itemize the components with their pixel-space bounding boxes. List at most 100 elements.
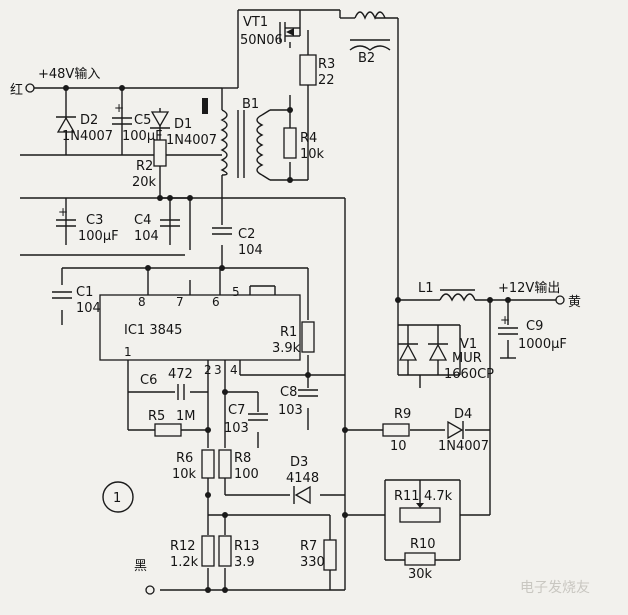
label-input-48v: +48V输入 [38, 66, 100, 82]
ic-3845-chip [99, 294, 301, 361]
svg-text:+: + [58, 205, 68, 219]
label-r12-val: 1.2k [170, 555, 199, 570]
resistor-r9 [382, 423, 410, 437]
label-r2: R2 [136, 159, 153, 174]
label-pin6: 6 [212, 295, 220, 309]
inductor-l1 [439, 289, 476, 302]
label-d4: D4 [454, 407, 472, 422]
mosfet-vt1 [279, 22, 301, 42]
label-vt1: VT1 [243, 15, 268, 30]
label-circle-number: 1 [113, 491, 121, 506]
potentiometer-r11 [399, 480, 441, 523]
label-r9-val: 10 [390, 439, 407, 454]
label-pin5: 5 [232, 285, 240, 299]
label-r3: R3 [318, 57, 335, 72]
label-r1: R1 [280, 325, 297, 340]
label-black: 黑 [134, 559, 147, 574]
label-d2-val: 1N4007 [62, 129, 113, 144]
label-c1: C1 [76, 285, 93, 300]
inductor-b2 [349, 11, 391, 51]
capacitor-c8 [298, 389, 318, 397]
label-v1-val2: 1660CP [444, 367, 494, 382]
label-c6: C6 [140, 373, 157, 388]
label-c2-val: 104 [238, 243, 263, 258]
label-c7: C7 [228, 403, 245, 418]
capacitor-c9: + [498, 313, 518, 335]
label-r5: R5 [148, 409, 165, 424]
label-r8-val: 100 [234, 467, 259, 482]
label-c5: C5 [134, 113, 151, 128]
transformer-b1 [202, 98, 271, 181]
resistor-r10 [404, 552, 436, 566]
label-b2: B2 [358, 51, 375, 66]
junctions [63, 85, 511, 593]
label-r11-val: 4.7k [424, 489, 453, 504]
resistor-r12 [201, 535, 215, 567]
input-terminal-positive [25, 83, 35, 93]
label-c4: C4 [134, 213, 151, 228]
capacitor-c3: + [56, 205, 76, 227]
label-r2-val: 20k [132, 175, 157, 190]
label-v1-val1: MUR [452, 351, 482, 366]
resistor-r13 [218, 535, 232, 567]
output-terminal [555, 295, 565, 305]
label-pin7: 7 [176, 295, 184, 309]
capacitor-c7 [248, 413, 268, 421]
diode-v1 [398, 325, 448, 375]
label-c8: C8 [280, 385, 297, 400]
label-r13: R13 [234, 539, 260, 554]
label-r4: R4 [300, 131, 317, 146]
input-terminal-negative [145, 585, 155, 595]
label-c7-val: 103 [224, 421, 249, 436]
capacitor-c1 [52, 291, 72, 299]
label-c2: C2 [238, 227, 255, 242]
label-output-12v: +12V输出 [498, 280, 560, 296]
label-d3-val: 4148 [286, 471, 319, 486]
label-r6-val: 10k [172, 467, 197, 482]
svg-text:+: + [500, 313, 510, 327]
resistor-r5 [154, 423, 182, 437]
label-c3: C3 [86, 213, 103, 228]
label-b1: B1 [242, 97, 259, 112]
label-r5-val: 1M [176, 409, 196, 424]
svg-text:+: + [114, 101, 124, 115]
label-c9-val: 1000μF [518, 337, 567, 352]
resistor-r6 [201, 449, 215, 479]
label-r10: R10 [410, 537, 436, 552]
resistor-r7 [323, 539, 337, 571]
label-c4-val: 104 [134, 229, 159, 244]
label-r9: R9 [394, 407, 411, 422]
label-d1: D1 [174, 117, 192, 132]
label-r7: R7 [300, 539, 317, 554]
diode-d1 [150, 111, 170, 129]
label-c5-val: 100μF [122, 129, 163, 144]
label-r8: R8 [234, 451, 251, 466]
capacitor-c5: + [112, 101, 132, 125]
capacitor-c2 [212, 227, 232, 235]
label-r6: R6 [176, 451, 193, 466]
label-r3-val: 22 [318, 73, 335, 88]
label-c1-val: 104 [76, 301, 101, 316]
label-ic1: IC1 3845 [124, 323, 182, 338]
label-d2: D2 [80, 113, 98, 128]
label-d4-val: 1N4007 [438, 439, 489, 454]
label-r12: R12 [170, 539, 196, 554]
label-pin4: 4 [230, 363, 238, 377]
diode-d2 [56, 116, 76, 133]
label-pin1: 1 [124, 345, 132, 359]
label-c6-val: 472 [168, 367, 193, 382]
diode-d4 [447, 420, 464, 440]
label-c9: C9 [526, 319, 543, 334]
label-d3: D3 [290, 455, 308, 470]
capacitor-c4 [160, 219, 180, 227]
labels: +48V输入 红 黑 +12V输出 黄 VT1 50N06 B1 B2 R3 2… [10, 15, 581, 582]
label-pin2: 2 [204, 363, 212, 377]
label-l1: L1 [418, 281, 434, 296]
resistor-r2 [153, 139, 167, 167]
label-yellow: 黄 [568, 295, 581, 310]
capacitor-c6 [177, 384, 185, 400]
figure-number-circle [102, 481, 134, 513]
label-d1-val: 1N4007 [166, 133, 217, 148]
